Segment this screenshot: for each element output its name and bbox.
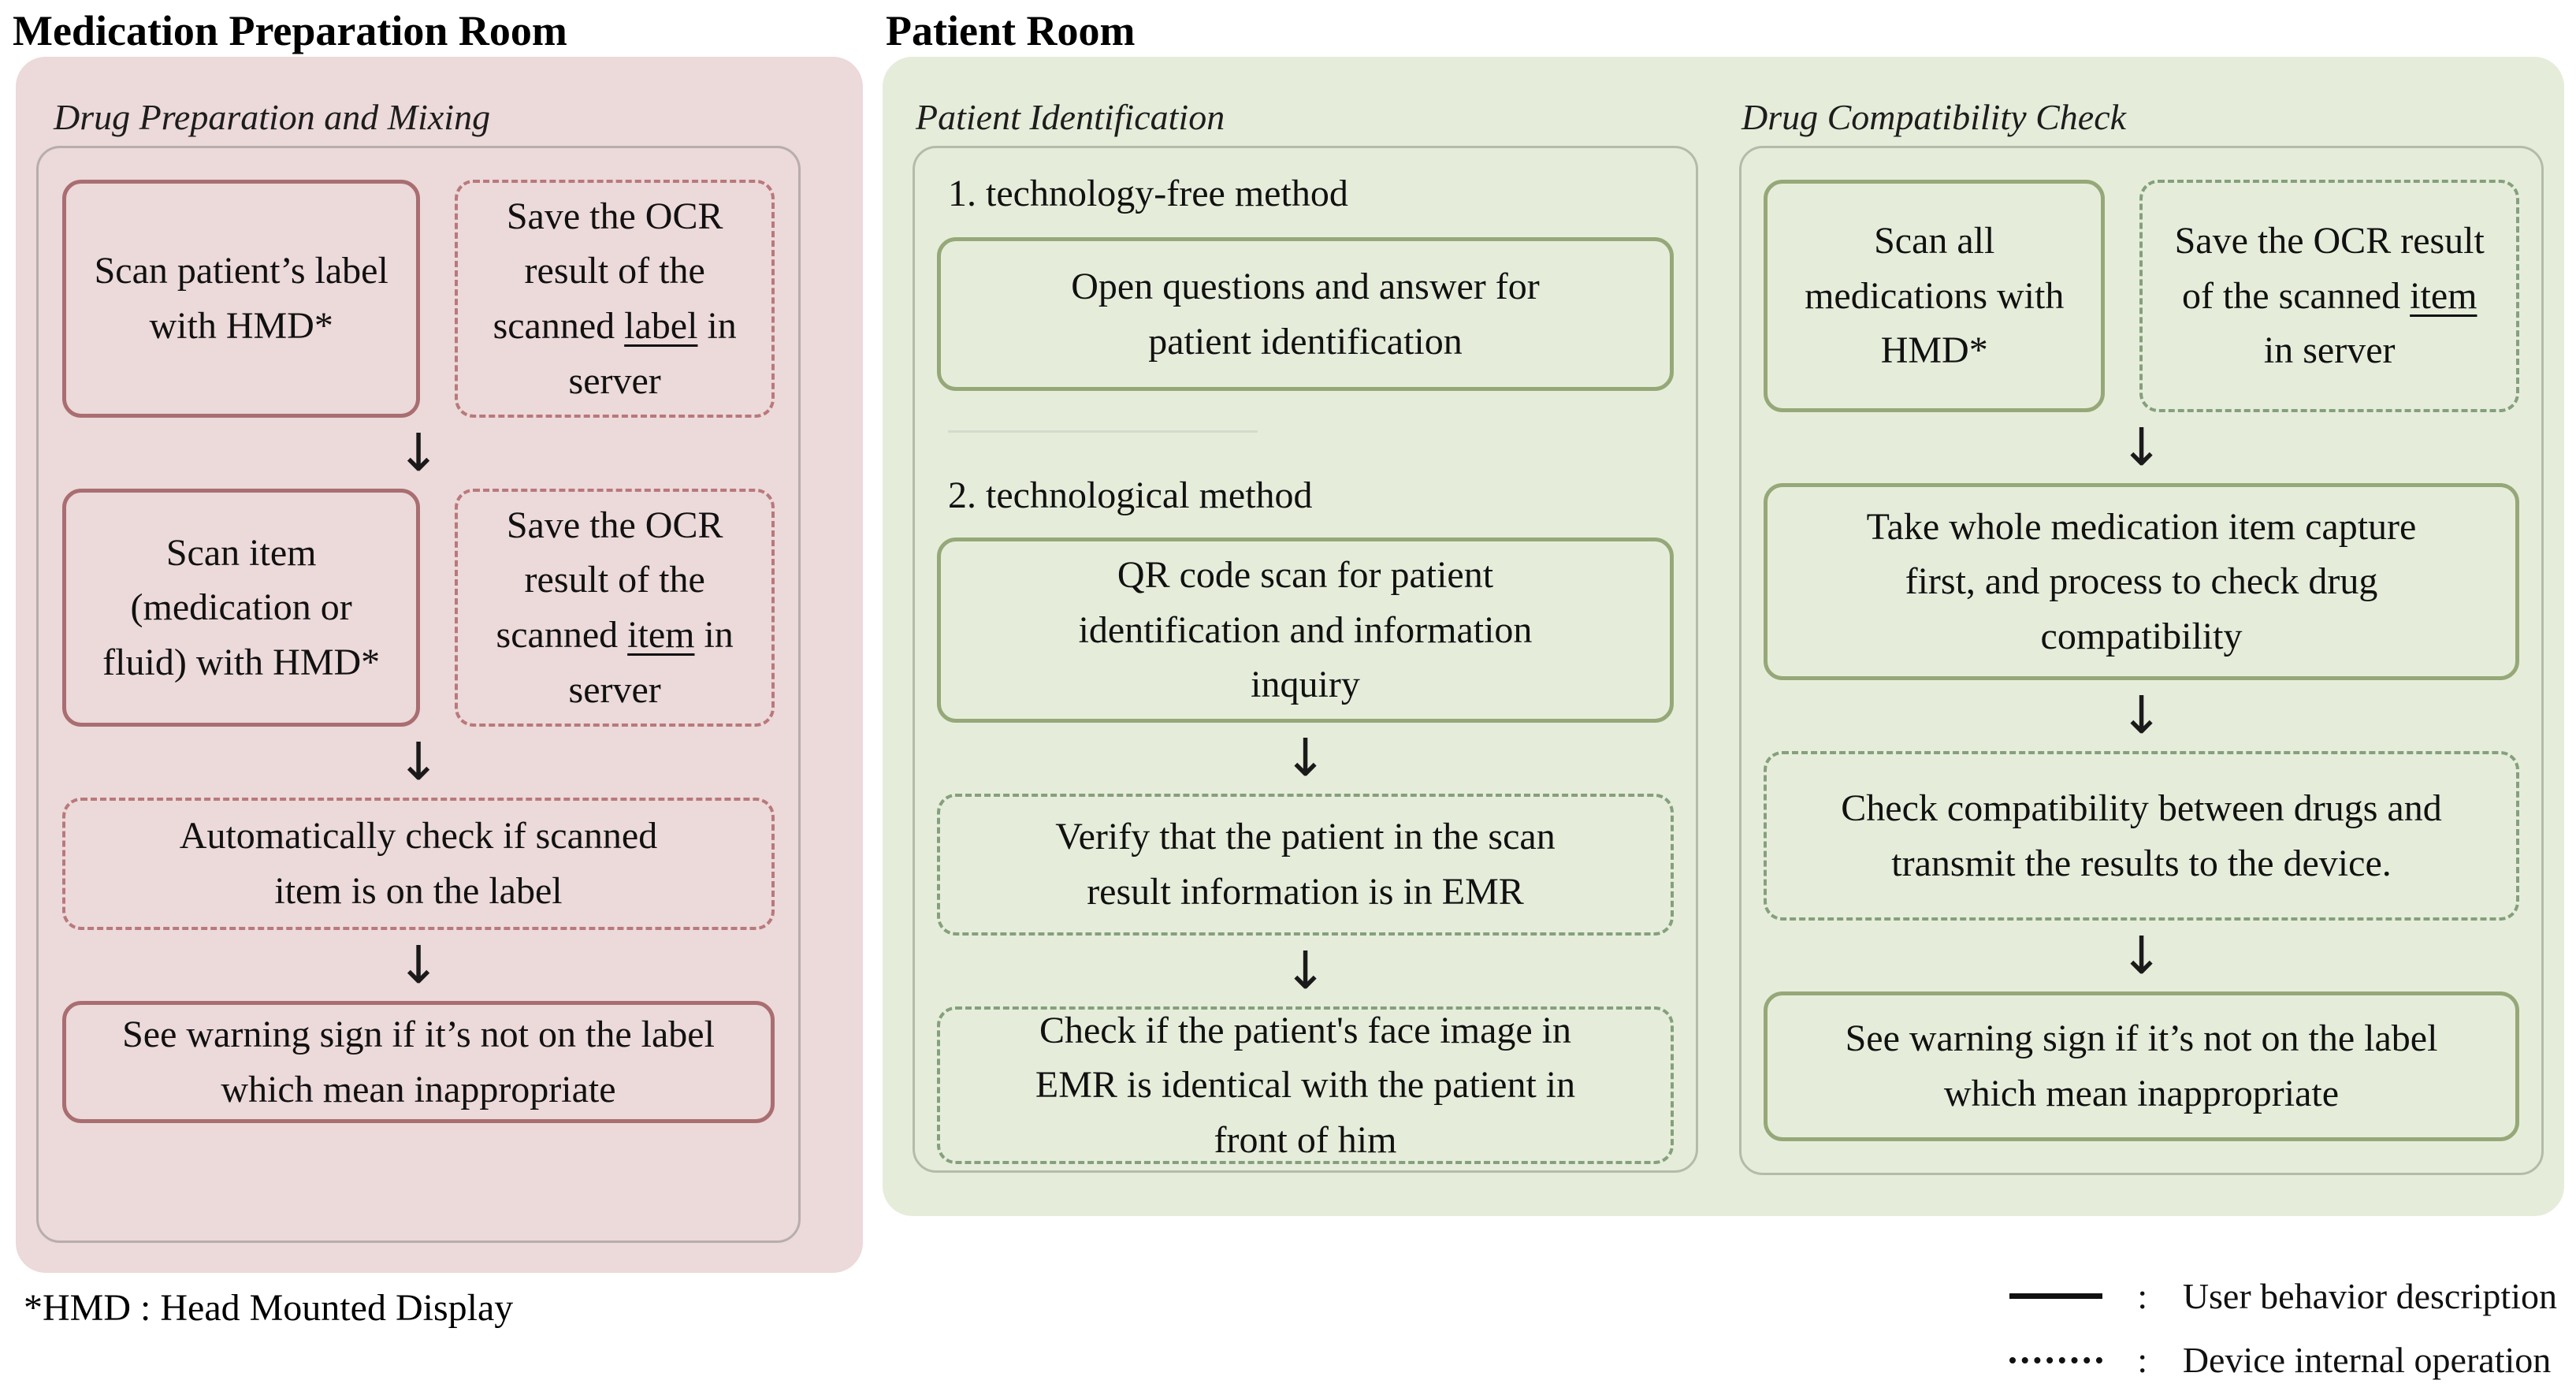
flow-arrow: ↓ <box>1764 412 2519 483</box>
step-save-ocr-label: Save the OCR result of the scanned label… <box>455 180 775 418</box>
step-capture-and-process: Take whole medication item capture first… <box>1764 483 2519 680</box>
panel-patient-room: Patient Identification Drug Compatibilit… <box>883 57 2564 1216</box>
arrow-down-icon: ↓ <box>2119 925 2164 986</box>
legend-colon: : <box>2137 1340 2148 1380</box>
method-divider <box>948 430 1258 433</box>
step-warning-sign-compat: See warning sign if it’s not on the labe… <box>1764 991 2519 1141</box>
arrow-down-icon: ↓ <box>396 422 440 483</box>
legend-dotted-line-icon <box>2009 1356 2102 1363</box>
flow-arrow: ↓ <box>62 727 775 798</box>
arrow-down-icon: ↓ <box>396 731 440 792</box>
legend-solid-line-icon <box>2009 1293 2102 1299</box>
flow-arrow: ↓ <box>1764 680 2519 751</box>
step-save-ocr-item: Save the OCR result of the scanned item … <box>455 489 775 727</box>
step-save-ocr-item-compat: Save the OCR result of the scanned item … <box>2139 180 2519 412</box>
step-verify-patient-in-emr: Verify that the patient in the scan resu… <box>937 794 1674 936</box>
step-scan-item: Scan item (medication or fluid) with HMD… <box>62 489 421 727</box>
arrow-down-icon: ↓ <box>2119 417 2164 478</box>
footnote-hmd: *HMD : Head Mounted Display <box>24 1287 514 1329</box>
flow-arrow: ↓ <box>62 418 775 489</box>
legend-label-device-internal: Device internal operation <box>2182 1340 2552 1380</box>
legend: : User behavior description : Device int… <box>2009 1275 2557 1381</box>
step-auto-check-item-on-label: Automatically check if scanned item is o… <box>62 798 775 930</box>
frame-patient-identification: 1. technology-free method Open questions… <box>913 146 1698 1173</box>
step-open-questions: Open questions and answer for patient id… <box>937 237 1674 391</box>
arrow-down-icon: ↓ <box>396 935 440 995</box>
method1-label: 1. technology-free method <box>948 173 1348 214</box>
arrow-down-icon: ↓ <box>2119 685 2164 746</box>
row-scan-all-medications: Scan all medications with HMD* Save the … <box>1764 180 2519 412</box>
method2-label: 2. technological method <box>948 474 1313 516</box>
panel-medication-preparation-room: Drug Preparation and Mixing Scan patient… <box>16 57 863 1273</box>
row-scan-patient-label: Scan patient’s label with HMD* Save the … <box>62 180 775 418</box>
section-heading-drug-preparation: Drug Preparation and Mixing <box>54 97 491 137</box>
step-qr-code-scan: QR code scan for patient identification … <box>937 538 1674 723</box>
section-heading-patient-identification: Patient Identification <box>916 97 1225 137</box>
legend-colon: : <box>2137 1276 2148 1316</box>
step-scan-all-medications: Scan all medications with HMD* <box>1764 180 2106 412</box>
arrow-down-icon: ↓ <box>1283 727 1328 788</box>
flow-arrow: ↓ <box>937 723 1674 794</box>
frame-drug-preparation: Scan patient’s label with HMD* Save the … <box>36 146 801 1243</box>
flow-arrow: ↓ <box>937 936 1674 1006</box>
frame-drug-compatibility-check: Scan all medications with HMD* Save the … <box>1739 146 2544 1175</box>
flow-arrow: ↓ <box>62 930 775 1001</box>
room-title-patient-room: Patient Room <box>886 7 1136 54</box>
step-check-compatibility: Check compatibility between drugs and tr… <box>1764 751 2519 921</box>
arrow-down-icon: ↓ <box>1283 940 1328 1001</box>
room-title-medication-preparation: Medication Preparation Room <box>13 7 567 54</box>
step-scan-patient-label: Scan patient’s label with HMD* <box>62 180 421 418</box>
step-face-image-check: Check if the patient's face image in EMR… <box>937 1006 1674 1164</box>
section-heading-drug-compatibility: Drug Compatibility Check <box>1741 97 2127 137</box>
step-warning-sign-prep: See warning sign if it’s not on the labe… <box>62 1001 775 1123</box>
row-scan-item: Scan item (medication or fluid) with HMD… <box>62 489 775 727</box>
flow-arrow: ↓ <box>1764 921 2519 991</box>
legend-label-user-behavior: User behavior description <box>2182 1276 2557 1316</box>
